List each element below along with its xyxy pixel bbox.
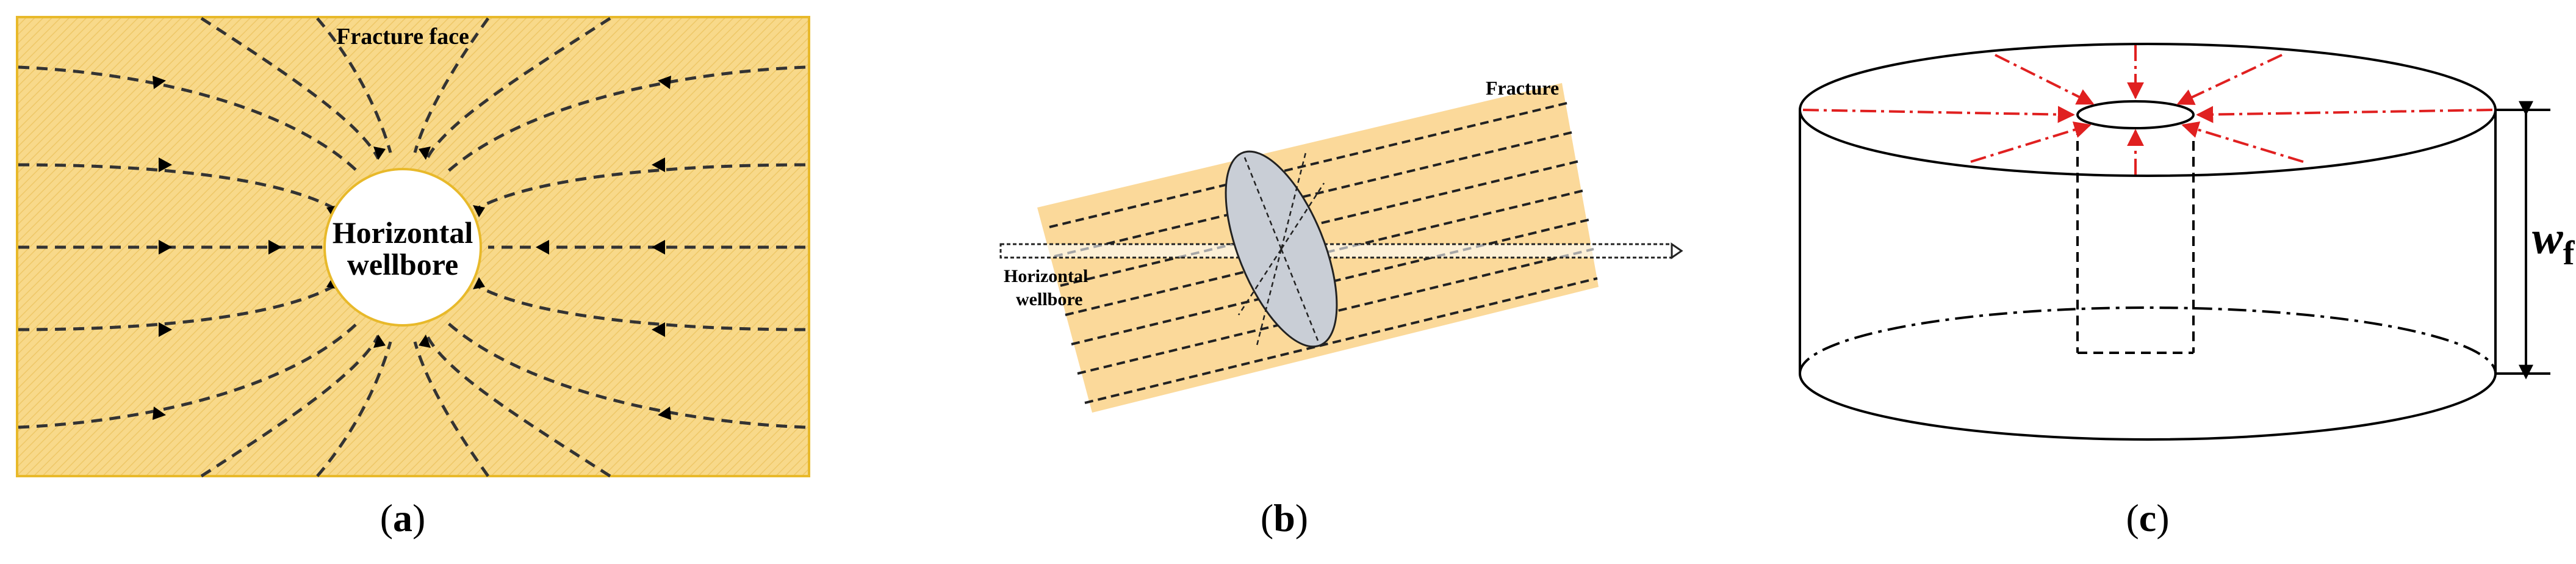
flow-arrowheads <box>153 76 671 420</box>
horizontal-wellbore-tube <box>999 243 1673 259</box>
wellbore-label-line2: wellbore <box>347 247 458 281</box>
well-label-line1: Horizontal <box>1004 266 1088 286</box>
caption-c: (c) <box>2126 496 2169 540</box>
cylinder-top-ellipse <box>1799 43 2497 177</box>
caption-a: (a) <box>380 496 426 540</box>
panel-b: Fracture Horizontal wellbore (b) <box>999 77 1683 540</box>
cylinder-bottom-back <box>1799 306 2497 374</box>
width-symbol: wf <box>2532 212 2575 272</box>
wellbore-label-line1: Horizontal <box>333 215 473 250</box>
caption-b: (b) <box>1261 496 1308 540</box>
ellipse-radial-lines <box>1237 152 1325 346</box>
panel-a: Fracture face Horizontal wellbore (a) <box>16 16 810 540</box>
fracture-face-label: Fracture face <box>336 24 469 49</box>
width-subscript: f <box>2563 234 2575 272</box>
wellbore-circle <box>323 168 482 327</box>
panel-c <box>1799 43 2550 441</box>
well-label-line2: wellbore <box>1016 289 1082 309</box>
fracture-flow-lines <box>1049 101 1598 404</box>
cylinder-bottom-front <box>1799 373 2497 441</box>
radial-flow-arrows <box>1802 45 2493 175</box>
inner-wellbore-top <box>2076 100 2195 129</box>
fracture-label: Fracture <box>1486 77 1559 99</box>
